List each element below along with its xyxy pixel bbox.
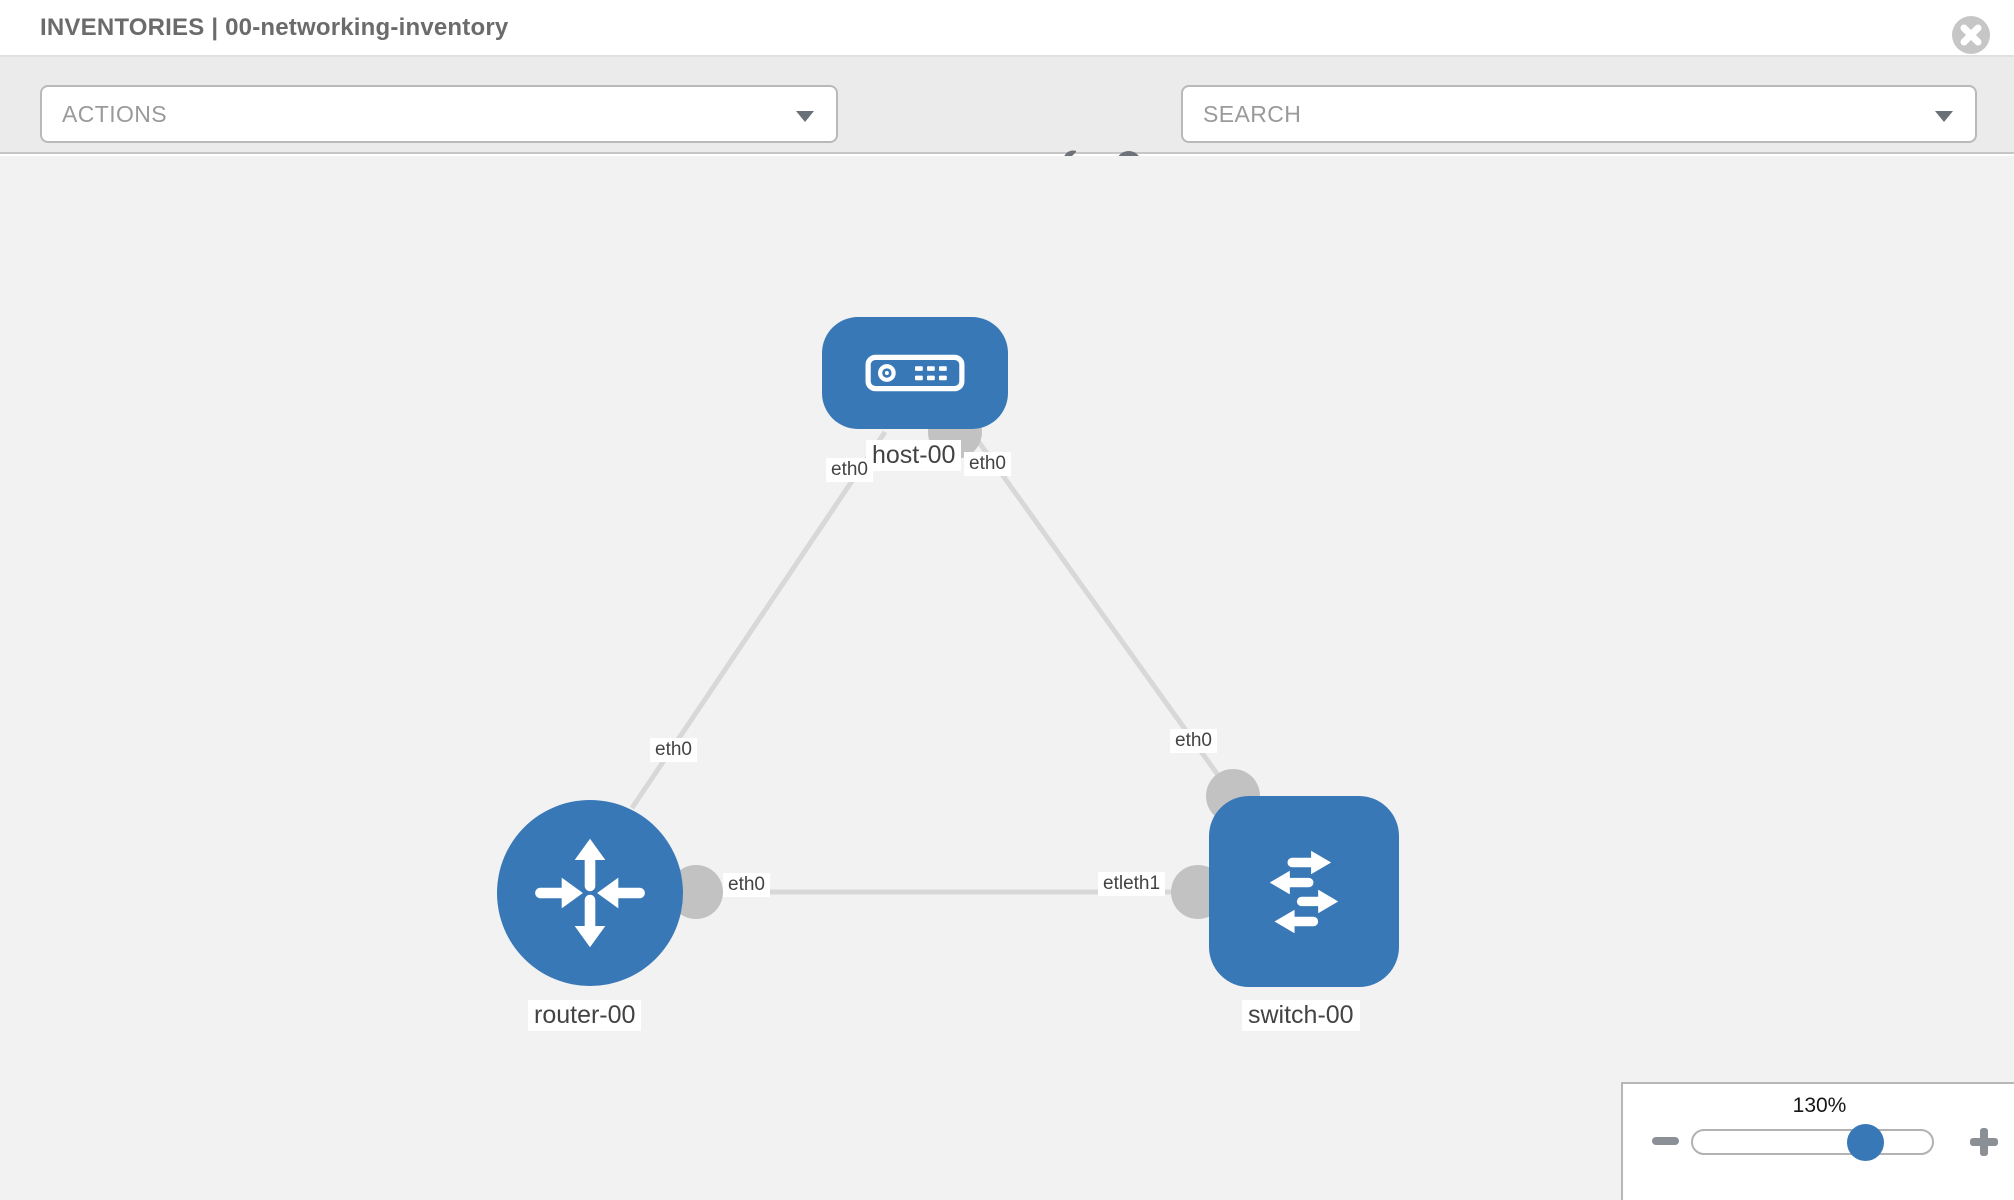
node-label-switch: switch-00 — [1242, 1000, 1360, 1031]
node-switch-00[interactable] — [1209, 796, 1399, 987]
host-icon — [865, 354, 965, 392]
zoom-control-panel: 130% — [1621, 1082, 2014, 1200]
chevron-down-icon — [1935, 111, 1953, 122]
topology-links-layer — [629, 405, 1260, 919]
search-dropdown[interactable]: SEARCH — [1181, 85, 1977, 143]
zoom-out-button[interactable] — [1652, 1137, 1679, 1145]
iface-label-host-to-router: eth0 — [826, 458, 873, 482]
search-dropdown-label: SEARCH — [1203, 100, 1302, 127]
close-button[interactable] — [1952, 16, 1990, 54]
topology-canvas[interactable] — [0, 156, 2014, 1200]
header-bar: INVENTORIES | 00-networking-inventory — [0, 0, 2014, 57]
node-label-host: host-00 — [866, 440, 962, 471]
interface-connector-router — [669, 865, 723, 919]
iface-label-host-to-switch: eth0 — [964, 452, 1011, 476]
node-host-00[interactable] — [822, 317, 1008, 429]
zoom-level-value: 130% — [1792, 1094, 1847, 1117]
node-label-router: router-00 — [528, 1000, 642, 1031]
router-icon — [535, 838, 645, 948]
zoom-in-button[interactable] — [1970, 1128, 1998, 1156]
plus-icon — [1980, 1128, 1988, 1156]
page-title: INVENTORIES | 00-networking-inventory — [40, 14, 509, 41]
switch-icon — [1269, 850, 1339, 933]
zoom-slider-track[interactable] — [1691, 1129, 1934, 1155]
iface-label-switch-to-host: eth0 — [1170, 729, 1217, 753]
zoom-slider-thumb[interactable] — [1847, 1124, 1884, 1161]
toolbar: ACTIONS SEARCH — [0, 57, 2014, 188]
iface-label-switch-to-router: etleth1 — [1098, 872, 1166, 896]
actions-dropdown[interactable]: ACTIONS — [40, 85, 838, 143]
iface-label-router-to-host: eth0 — [650, 738, 697, 762]
close-icon — [1960, 24, 1982, 46]
node-router-00[interactable] — [497, 800, 683, 986]
iface-label-router-to-switch: eth0 — [723, 873, 770, 897]
chevron-down-icon — [796, 111, 814, 122]
actions-dropdown-label: ACTIONS — [62, 100, 168, 127]
